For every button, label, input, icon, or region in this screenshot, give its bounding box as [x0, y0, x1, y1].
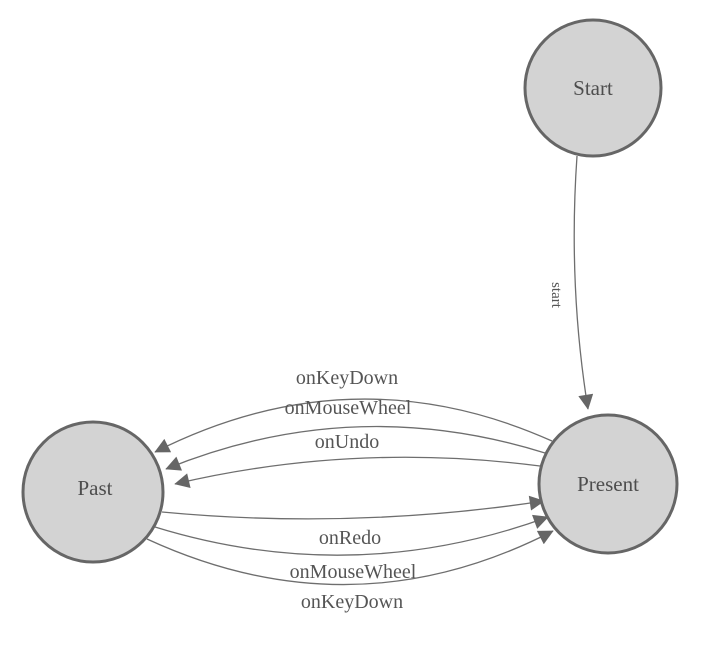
edge-present-past-onmousewheel-path [165, 425, 546, 471]
edge-start-present: start [548, 155, 594, 410]
edge-present-past-onkeydown-path [154, 398, 553, 453]
node-past-label: Past [77, 476, 112, 500]
edge-label-onmousewheel-top: onMouseWheel [285, 397, 412, 419]
edge-label-onkeydown-top: onKeyDown [296, 367, 398, 389]
edge-past-present-onkeydown-path [146, 530, 554, 586]
edge-past-present-onredo: onRedo [161, 495, 545, 549]
edge-start-present-path [573, 155, 594, 410]
edge-label-onredo: onRedo [319, 527, 381, 549]
node-start[interactable]: Start [523, 18, 663, 158]
edge-label-start: start [548, 282, 564, 309]
edge-past-present-onmousewheel: onMouseWheel [154, 514, 549, 583]
edge-present-past-onundo-path [174, 456, 541, 489]
node-start-label: Start [573, 76, 613, 100]
edge-present-past-onundo: onUndo [174, 431, 541, 489]
edge-past-present-onmousewheel-path [154, 514, 549, 556]
node-present[interactable]: Present [537, 413, 679, 555]
edge-label-onkeydown-bottom: onKeyDown [301, 591, 403, 613]
edge-label-onmousewheel-bottom: onMouseWheel [290, 561, 417, 583]
edge-present-past-onkeydown: onKeyDown [154, 367, 553, 453]
edge-past-present-onkeydown: onKeyDown [146, 530, 554, 613]
node-present-label: Present [577, 472, 639, 496]
node-present-circle[interactable] [537, 413, 679, 555]
edge-past-present-onredo-path [161, 495, 545, 520]
node-start-circle[interactable] [523, 18, 663, 158]
edge-present-past-onmousewheel: onMouseWheel [165, 397, 546, 471]
edge-label-onundo: onUndo [315, 431, 379, 453]
node-past[interactable]: Past [21, 420, 165, 564]
node-past-circle[interactable] [21, 420, 165, 564]
